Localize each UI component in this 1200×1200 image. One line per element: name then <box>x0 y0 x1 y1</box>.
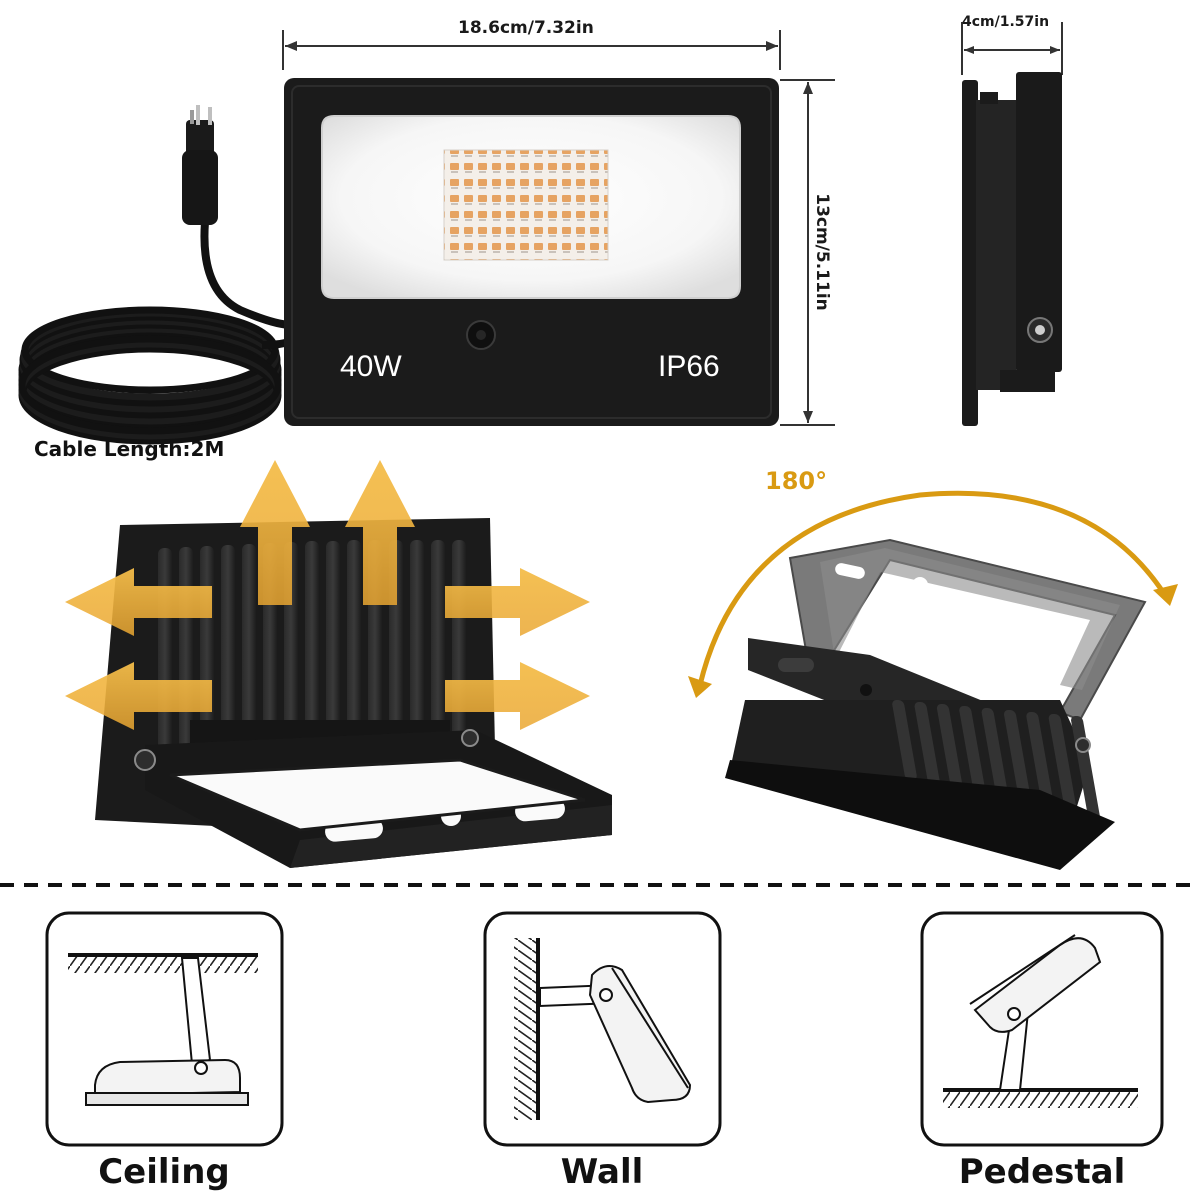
ceiling-mount-icon <box>45 911 284 1147</box>
cable-coil <box>18 306 295 445</box>
ip-rating-label: IP66 <box>658 350 720 383</box>
dimension-depth-line <box>961 22 1063 75</box>
us-plug-icon <box>182 105 293 329</box>
wall-mount-icon <box>483 911 722 1147</box>
floodlight-front <box>284 78 779 426</box>
rotation-angle-label: 180° <box>765 467 828 495</box>
pedestal-mount-icon <box>920 911 1164 1147</box>
dimension-width-line <box>282 30 781 70</box>
ceiling-mount-title: Ceiling <box>98 1152 230 1192</box>
floodlight-side <box>962 72 1062 426</box>
pedestal-mount-title: Pedestal <box>958 1152 1126 1192</box>
depth-dimension-label: 4cm/1.57in <box>962 14 1050 30</box>
cable-length-label: Cable Length:2M <box>34 437 225 461</box>
power-label: 40W <box>340 350 402 383</box>
width-dimension-label: 18.6cm/7.32in <box>458 18 594 38</box>
dimension-height-line <box>780 79 835 426</box>
height-dimension-label: 13cm/5.11in <box>812 193 832 311</box>
heat-dissipation-arrow-icon <box>65 460 590 730</box>
floodlight-rotated <box>725 538 1147 870</box>
wall-mount-title: Wall <box>560 1152 644 1192</box>
sensor-icon <box>466 320 496 350</box>
rotation-arc-icon <box>688 490 1178 698</box>
